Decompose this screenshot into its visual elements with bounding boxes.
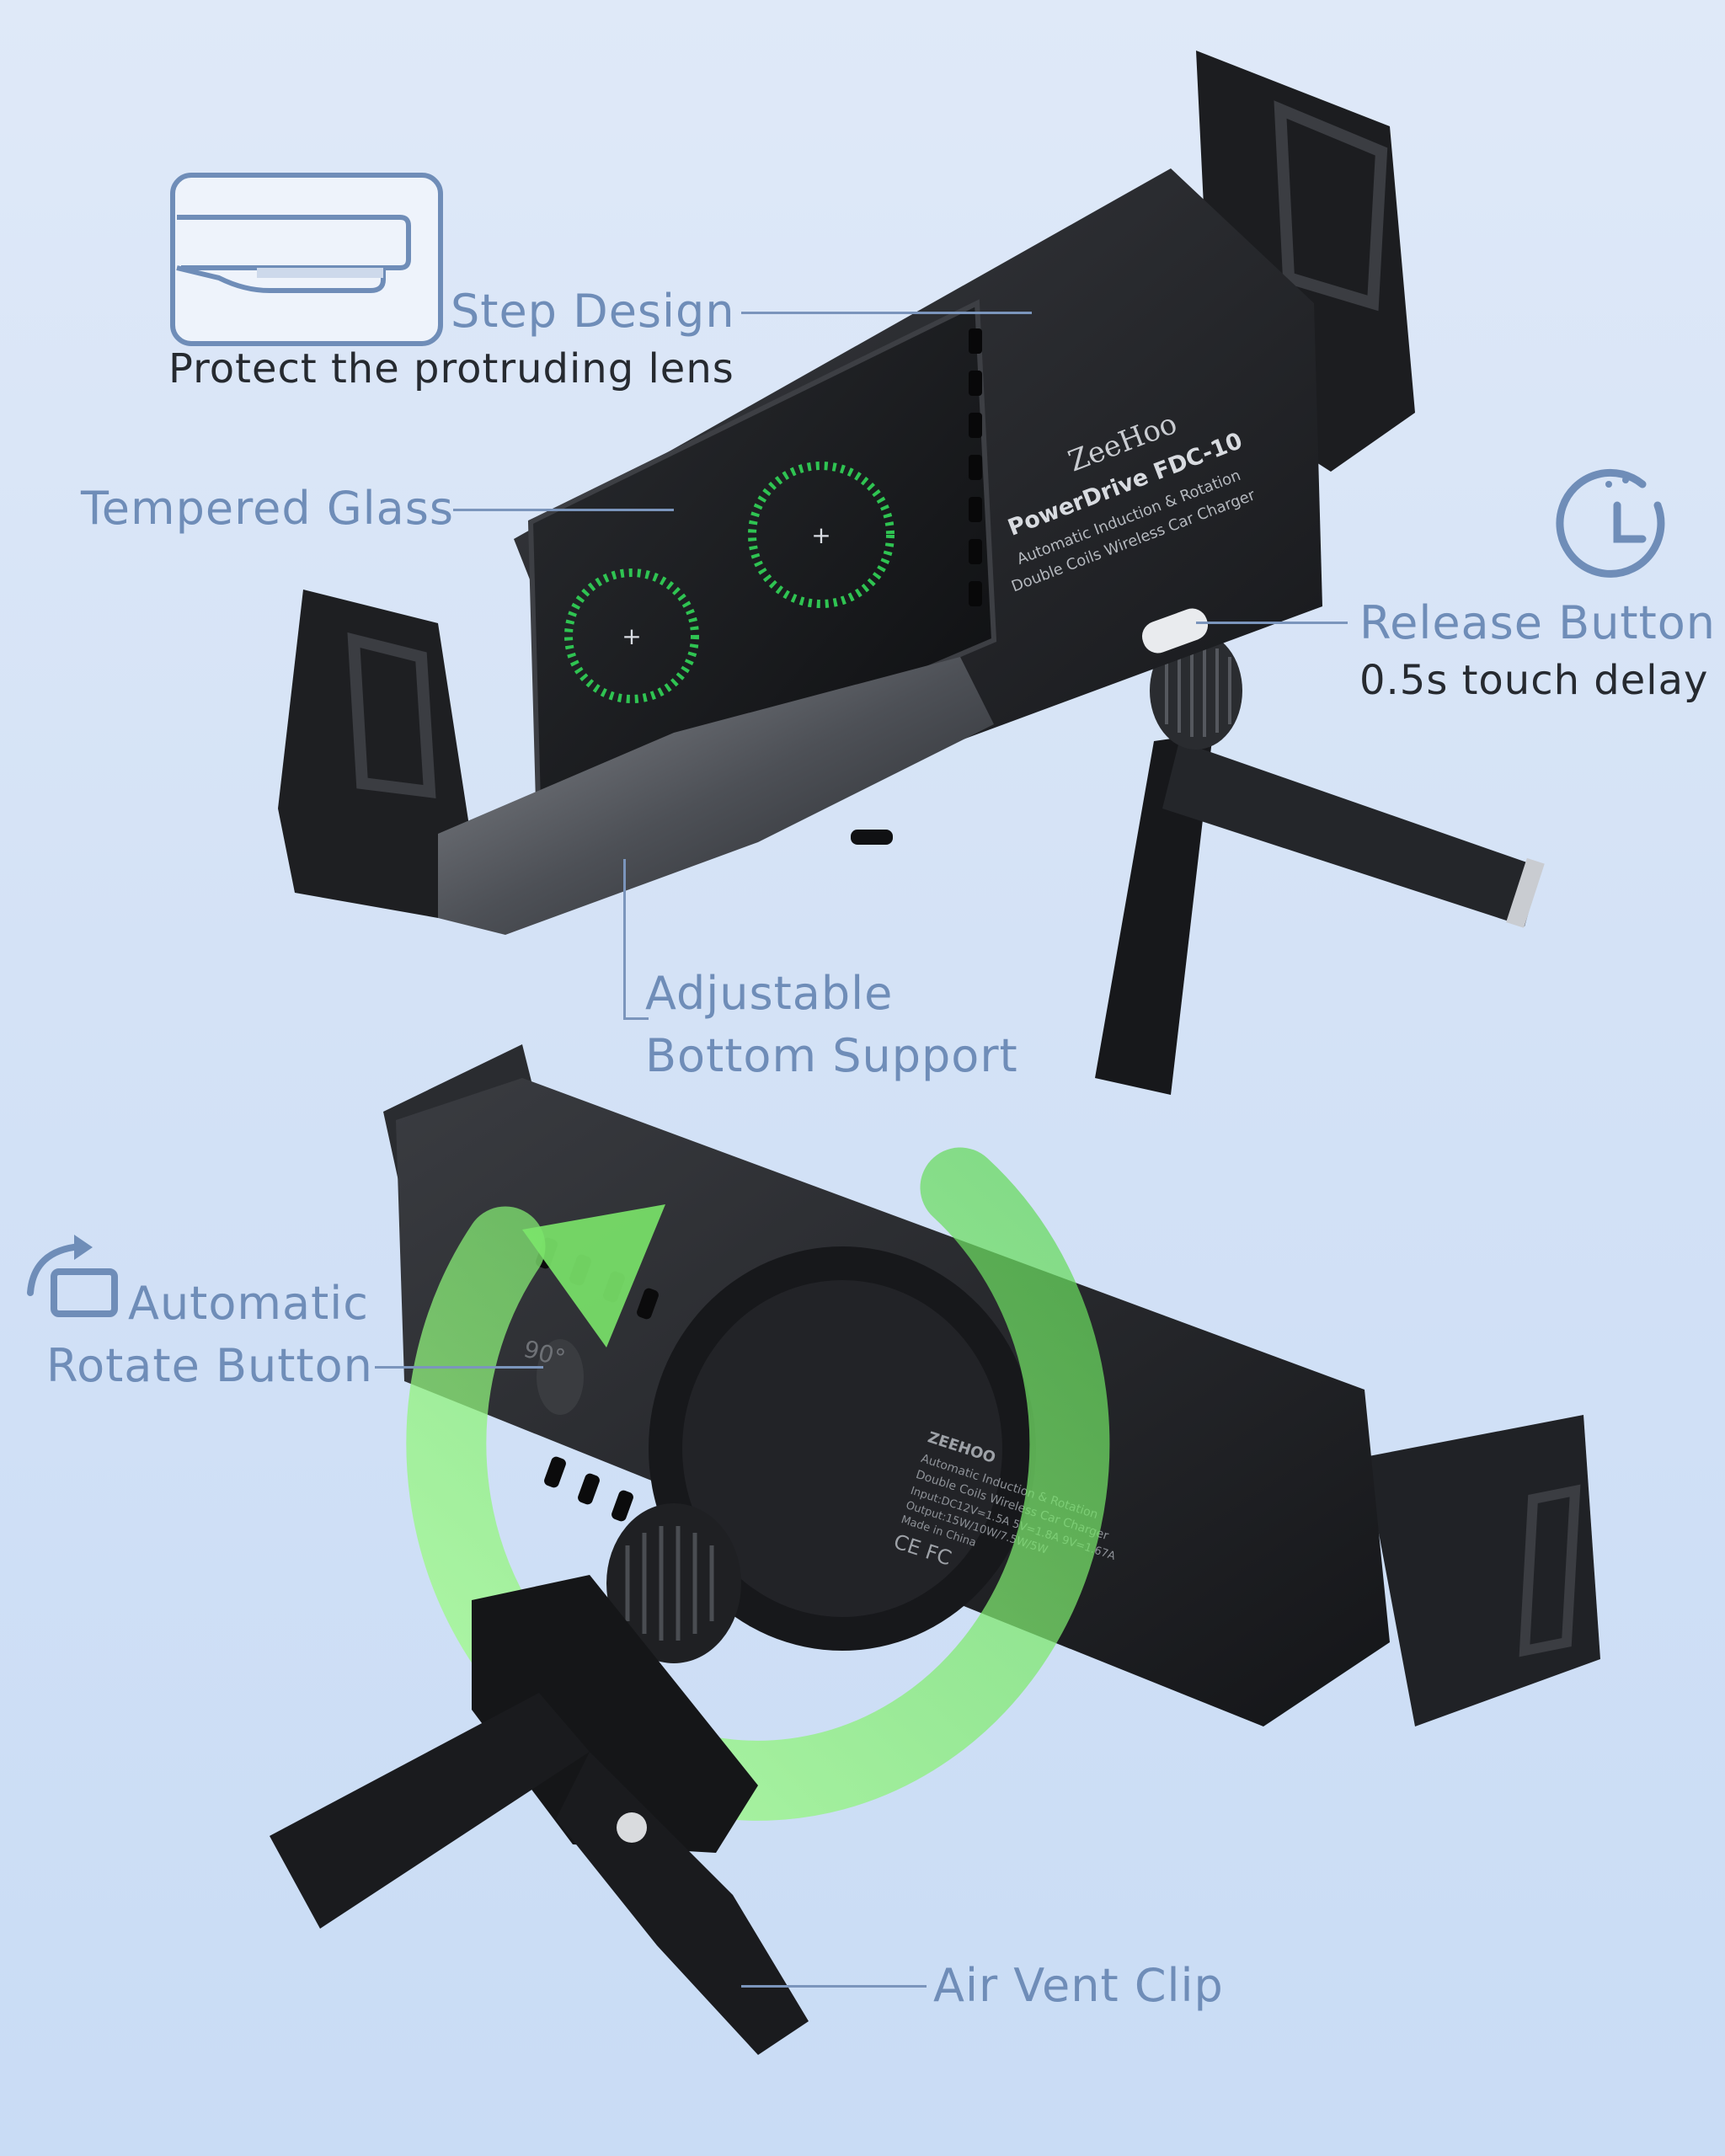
rear-knob: [606, 1503, 741, 1663]
vent-clip-upper-jaw: [270, 1693, 590, 1929]
bottom-support: [438, 657, 994, 935]
auto-rotate-line2: Rotate Button: [46, 1339, 373, 1392]
vent-clip-leg-front: [1095, 733, 1213, 1095]
charging-coils: + +: [564, 462, 895, 703]
step-design-subtitle: Protect the protruding lens: [168, 345, 734, 392]
svg-text:+: +: [622, 622, 641, 650]
air-vent-clip-leader: [741, 1985, 927, 1988]
auto-rotate-line1: Automatic: [128, 1277, 369, 1330]
vent-clip-leg-back: [1162, 741, 1541, 926]
rear-right-arm: [1365, 1415, 1600, 1726]
release-button-leader: [1196, 622, 1348, 624]
bottom-charger: 90° ZEEHOO Automatic Induction & Rotatio…: [270, 1044, 1600, 2055]
step-design-icon: [170, 173, 443, 346]
rotate-button: [537, 1339, 584, 1415]
adjustable-bottom-leader-h: [623, 1017, 649, 1020]
release-button-subtitle: 0.5s touch delay: [1359, 657, 1709, 704]
rotate-icon: [27, 1235, 118, 1317]
top-charger: + + ZeeHoo PowerDrive FDC-10 Automatic I…: [278, 51, 1545, 1095]
tempered-glass-title: Tempered Glass: [81, 482, 455, 535]
svg-text:+: +: [811, 521, 830, 549]
tempered-glass-leader: [453, 509, 674, 511]
air-vent-clip-title: Air Vent Clip: [933, 1959, 1224, 2012]
step-design-title: Step Design: [451, 285, 735, 338]
rotation-arrow: [406, 1147, 1110, 1821]
step-design-leader: [741, 312, 1032, 314]
clip-screw: [617, 1812, 647, 1843]
release-button-title: Release Button: [1359, 596, 1717, 649]
vent-clip-body: [472, 1575, 758, 1853]
adjustable-bottom-line2: Bottom Support: [645, 1029, 1018, 1082]
adjustable-bottom-line1: Adjustable: [645, 967, 894, 1020]
auto-rotate-leader: [375, 1366, 543, 1369]
timer-icon: [1556, 468, 1665, 578]
adjustable-bottom-leader-v: [623, 859, 626, 1019]
release-button: [1141, 608, 1209, 654]
